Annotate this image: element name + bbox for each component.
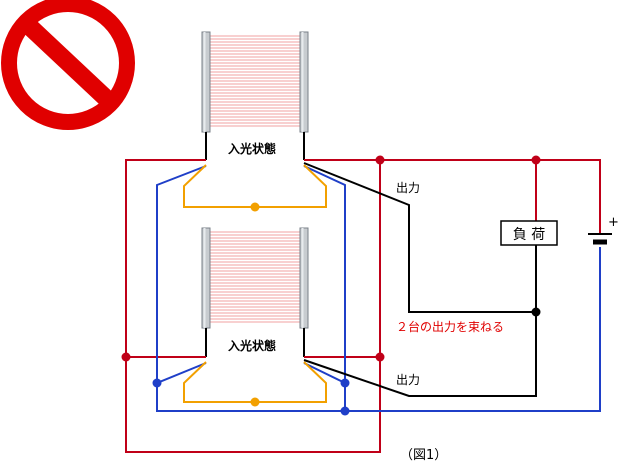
load-label: 負 荷 [513,227,545,243]
output-label-bottom: 出力 [396,373,420,387]
prohibited-icon [1,0,135,130]
power-junctions-red [121,155,541,362]
light-curtain-bottom: 入光状態 [201,227,309,357]
light-curtain-top: 入光状態 [201,31,309,160]
power-wire-red [125,159,601,453]
ground-wire-blue [156,165,601,412]
ground-junctions-blue [152,378,350,416]
battery-icon: + [588,215,619,245]
output-junction [531,307,541,317]
link-junctions-orange [250,202,260,407]
receiver-post-top [299,31,309,133]
state-label-bottom: 入光状態 [228,338,276,353]
receiver-post-bottom [299,227,309,329]
beam-lines-bottom [210,231,300,323]
emitter-post-top [201,31,211,133]
beam-lines-top [210,35,300,127]
output-label-top: 出力 [396,181,420,195]
emitter-post-bottom [201,227,211,329]
plus-label: + [608,215,619,230]
figure-caption: （図1） [400,448,447,463]
annotation-text: ２台の出力を束ねる [396,319,504,334]
output-wire-black [303,162,537,397]
load-box: 負 荷 [500,220,558,246]
state-label-top: 入光状態 [228,141,276,156]
